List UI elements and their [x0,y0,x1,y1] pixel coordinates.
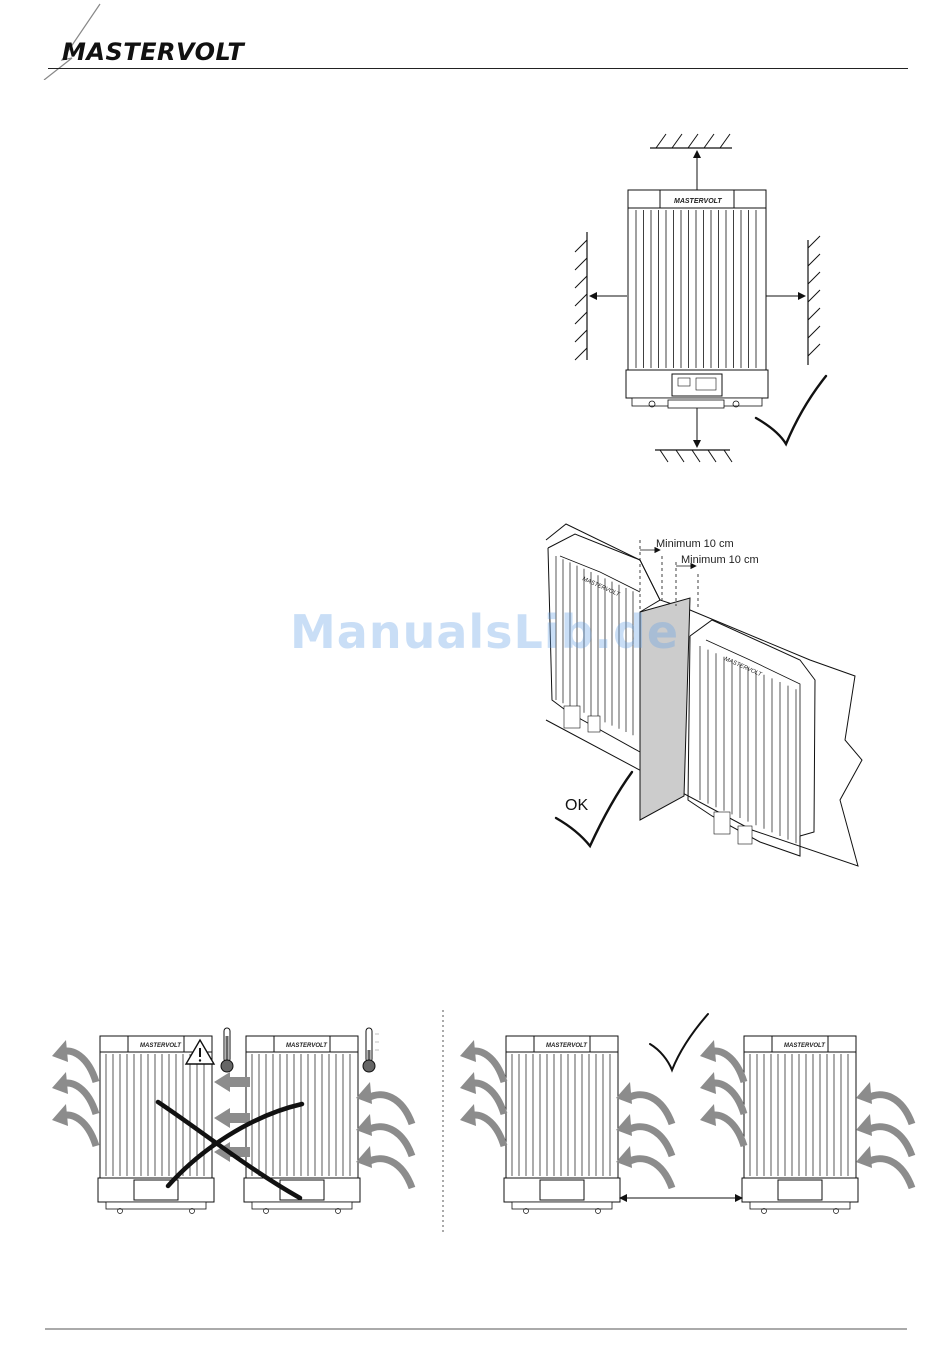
airflow-check-icon [650,1014,708,1070]
device-right: MASTERVOLT [688,620,815,856]
airflow-arrow-icon [460,1104,504,1146]
airflow-arrow-icon [460,1040,504,1082]
airflow-arrow-icon [52,1040,96,1082]
airflow-arrow-icon [616,1146,672,1188]
airflow-arrow-icon [356,1146,412,1188]
airflow-device-logo: MASTERVOLT [286,1043,328,1049]
airflow-arrow-icon [700,1072,744,1114]
airflow-arrow-icon [616,1114,672,1156]
airflow-device-3: MASTERVOLT [504,1036,620,1214]
thermometer-hot-icon [221,1028,233,1072]
airflow-figure: MASTERVOLT MASTERVOLT MASTERVOLT MASTERVOLT [52,1036,912,1214]
airflow-arrow-icon [52,1072,96,1114]
clearance-figure: MASTERVOLT [575,134,826,462]
airflow-arrow-icon [700,1104,744,1146]
device-right-logo: MASTERVOLT [723,656,763,678]
airflow-device-4: MASTERVOLT [742,1036,858,1214]
device-logo: MASTERVOLT [674,198,722,205]
footer-rule [45,1328,907,1330]
airflow-arrow-icon [356,1114,412,1156]
dimension-label-2: Minimum 10 cm [681,554,759,566]
airflow-arrow-icon [616,1082,672,1124]
hot-air-arrow-icon [214,1072,250,1092]
device-front-view: MASTERVOLT [626,190,768,408]
airflow-arrow-icon [856,1114,912,1156]
airflow-device-logo: MASTERVOLT [140,1043,182,1049]
airflow-arrow-icon [356,1082,412,1124]
airflow-arrow-icon [856,1082,912,1124]
airflow-arrow-icon [700,1040,744,1082]
airflow-arrow-icon [856,1146,912,1188]
watermark: ManualsLib.de [290,605,679,659]
thermometer-normal-icon [363,1028,379,1072]
airflow-arrow-icon [460,1072,504,1114]
airflow-device-2: MASTERVOLT [244,1036,360,1214]
multiple-devices-figure: MASTERVOLT Minimum 10 cm Minimum 10 cm M… [546,524,862,866]
airflow-device-logo: MASTERVOLT [784,1043,826,1049]
ok-label: OK [565,797,588,814]
airflow-device-logo: MASTERVOLT [546,1043,588,1049]
airflow-arrow-icon [52,1104,96,1146]
dimension-label-1: Minimum 10 cm [656,538,734,550]
